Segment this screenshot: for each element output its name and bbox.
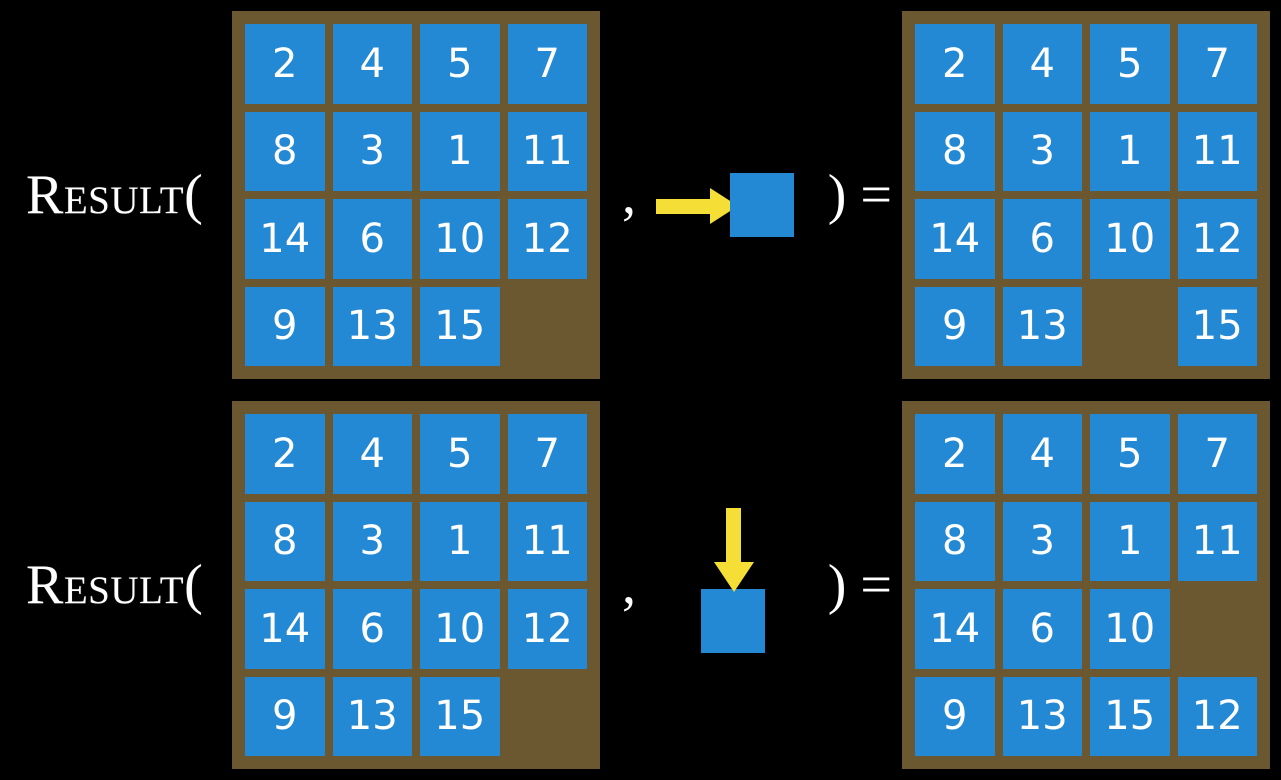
tile[interactable]: 13 (332, 286, 412, 366)
tile[interactable]: 3 (332, 111, 412, 191)
tile[interactable]: 2 (915, 24, 995, 104)
tile[interactable]: 2 (245, 414, 325, 494)
tile[interactable]: 9 (245, 676, 325, 756)
tile[interactable]: 13 (332, 676, 412, 756)
tile[interactable]: 10 (420, 589, 500, 669)
tile[interactable]: 5 (420, 414, 500, 494)
tile[interactable]: 5 (420, 24, 500, 104)
tile[interactable]: 6 (332, 199, 412, 279)
tile[interactable]: 11 (1177, 501, 1257, 581)
tile[interactable]: 9 (245, 286, 325, 366)
tile[interactable]: 5 (1090, 24, 1170, 104)
tile[interactable]: 7 (1177, 414, 1257, 494)
tile[interactable]: 2 (245, 24, 325, 104)
tile[interactable]: 7 (1177, 24, 1257, 104)
tile[interactable]: 8 (915, 111, 995, 191)
tile[interactable]: 4 (1002, 414, 1082, 494)
tile[interactable]: 2 (915, 414, 995, 494)
arrow-down-icon (714, 508, 754, 596)
equation-row-1: Result( 2 4 5 7 8 3 1 11 14 6 10 12 9 13… (26, 0, 1270, 390)
tile[interactable]: 3 (332, 501, 412, 581)
result-function-label-row2: Result( (26, 554, 204, 616)
tile[interactable]: 4 (332, 414, 412, 494)
tile[interactable]: 14 (245, 199, 325, 279)
tile[interactable]: 10 (1090, 199, 1170, 279)
tile[interactable]: 10 (1090, 589, 1170, 669)
tile[interactable]: 11 (507, 501, 587, 581)
tile[interactable]: 12 (1177, 676, 1257, 756)
tile[interactable]: 9 (915, 676, 995, 756)
tile[interactable]: 7 (507, 414, 587, 494)
tile[interactable]: 8 (915, 501, 995, 581)
tile[interactable]: 6 (1002, 589, 1082, 669)
input-board-row2: 2 4 5 7 8 3 1 11 14 6 10 12 9 13 15 (232, 401, 600, 769)
tile[interactable]: 14 (245, 589, 325, 669)
result-function-label-row1: Result( (26, 164, 204, 226)
argument-separator-comma: , (622, 554, 636, 616)
move-token-tile[interactable] (701, 589, 765, 653)
tile[interactable]: 11 (507, 111, 587, 191)
input-board-row1: 2 4 5 7 8 3 1 11 14 6 10 12 9 13 15 (232, 11, 600, 379)
empty-slot (508, 287, 588, 367)
tile[interactable]: 10 (420, 199, 500, 279)
tile[interactable]: 12 (1177, 199, 1257, 279)
tile[interactable]: 1 (1090, 111, 1170, 191)
tile[interactable]: 1 (420, 111, 500, 191)
close-paren-equals-row2: ) = (827, 554, 892, 616)
move-token-tile[interactable] (730, 173, 794, 237)
tile[interactable]: 8 (245, 501, 325, 581)
output-board-row2: 2 4 5 7 8 3 1 11 14 6 10 9 13 15 12 (902, 401, 1270, 769)
tile[interactable]: 13 (1002, 676, 1082, 756)
tile[interactable]: 15 (420, 676, 500, 756)
tile[interactable]: 14 (915, 199, 995, 279)
argument-separator-comma: , (622, 164, 636, 226)
close-paren-equals-row1: ) = (827, 164, 892, 226)
tile[interactable]: 15 (420, 286, 500, 366)
tile[interactable]: 4 (1002, 24, 1082, 104)
arrow-shaft (726, 508, 741, 568)
tile[interactable]: 6 (1002, 199, 1082, 279)
tile[interactable]: 1 (420, 501, 500, 581)
tile[interactable]: 15 (1090, 676, 1170, 756)
tile[interactable]: 14 (915, 589, 995, 669)
tile[interactable]: 15 (1177, 286, 1257, 366)
tile[interactable]: 3 (1002, 501, 1082, 581)
arrow-right-icon (656, 188, 738, 224)
tile[interactable]: 13 (1002, 286, 1082, 366)
empty-slot (1178, 589, 1258, 669)
operator-area-row2: , ) = (600, 390, 902, 780)
tile[interactable]: 8 (245, 111, 325, 191)
arrow-shaft (656, 199, 716, 214)
equation-row-2: Result( 2 4 5 7 8 3 1 11 14 6 10 12 9 13… (0, 390, 1281, 780)
tile[interactable]: 12 (507, 589, 587, 669)
tile[interactable]: 7 (507, 24, 587, 104)
operator-area-row1: , ) = (600, 0, 902, 390)
tile[interactable]: 5 (1090, 414, 1170, 494)
tile[interactable]: 1 (1090, 501, 1170, 581)
empty-slot (508, 677, 588, 757)
tile[interactable]: 11 (1177, 111, 1257, 191)
tile[interactable]: 12 (507, 199, 587, 279)
output-board-row1: 2 4 5 7 8 3 1 11 14 6 10 12 9 13 15 (902, 11, 1270, 379)
tile[interactable]: 3 (1002, 111, 1082, 191)
tile[interactable]: 9 (915, 286, 995, 366)
tile[interactable]: 6 (332, 589, 412, 669)
arrow-head (714, 562, 754, 592)
tile[interactable]: 4 (332, 24, 412, 104)
empty-slot (1090, 287, 1170, 367)
